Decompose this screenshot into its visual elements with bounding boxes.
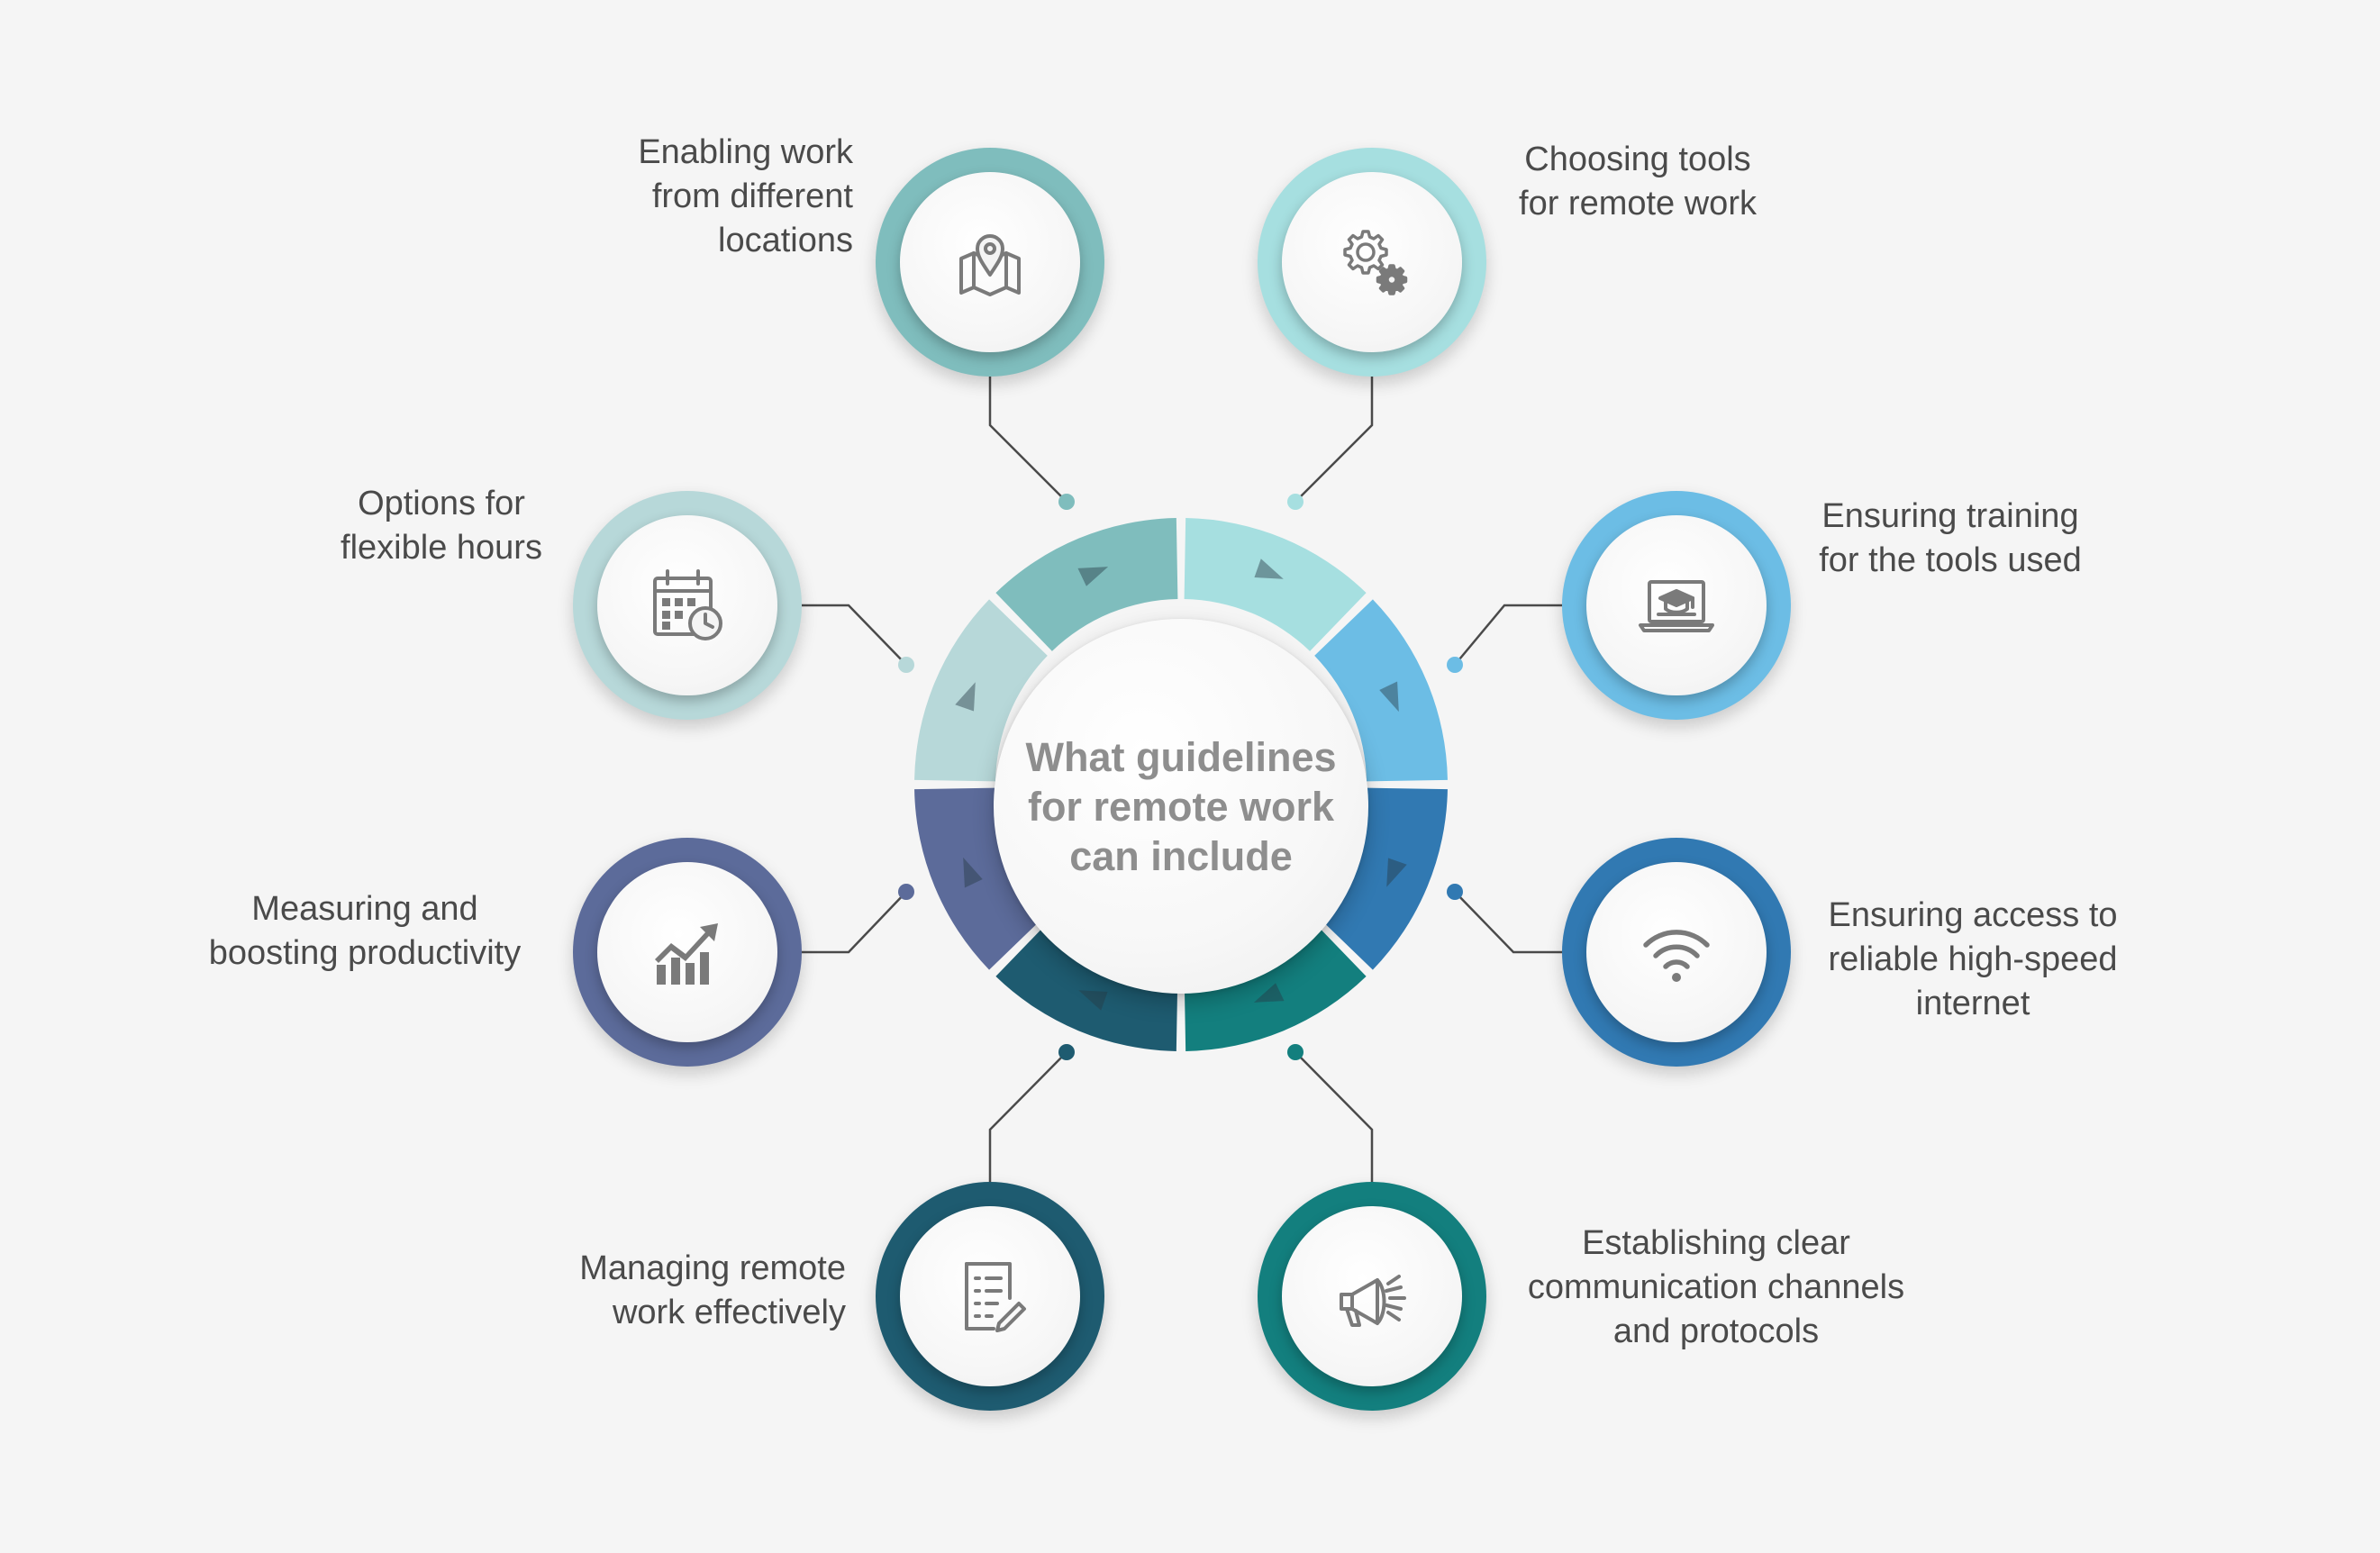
node-icon-badge	[1586, 515, 1767, 695]
label-line: Establishing clear	[1582, 1224, 1850, 1262]
ring-segment-managing	[995, 918, 1178, 1051]
center-title-line: for remote work	[1027, 783, 1335, 830]
ring-segment-productivity	[914, 787, 1048, 970]
ring-segment-communication	[1184, 918, 1367, 1051]
ring-segment-hours	[914, 599, 1048, 782]
center-circle: What guidelines for remote work can incl…	[994, 619, 1368, 994]
ring-arrow-locations	[1077, 567, 1109, 586]
node-icon-badge	[1586, 862, 1767, 1042]
node-icon-badge	[1282, 172, 1462, 352]
connector-productivity	[802, 891, 907, 954]
label-line: Options for	[358, 485, 525, 522]
megaphone-icon	[1340, 1275, 1406, 1327]
node-icon-badge	[597, 515, 777, 695]
connector-lines	[802, 377, 1562, 1182]
label-line: and protocols	[1612, 1312, 1820, 1350]
ring-arrow-hours	[955, 682, 976, 712]
label-line: Ensuring access to	[1828, 896, 2118, 934]
connector-dot-internet	[1447, 884, 1463, 900]
map-pin-icon	[959, 234, 1021, 296]
connector-hours	[802, 604, 907, 666]
connector-locations	[988, 377, 1067, 503]
node-hours	[573, 491, 802, 720]
label-line: for the tools used	[1819, 541, 2082, 579]
connector-managing	[988, 1051, 1067, 1182]
label-line: Measuring and	[251, 890, 478, 928]
label-line: from different	[651, 177, 853, 215]
node-productivity	[573, 838, 802, 1067]
label-managing: Managing remote work effectively	[579, 1247, 846, 1335]
label-line: Managing remote	[579, 1249, 846, 1287]
ring-arrow-managing	[1078, 990, 1108, 1011]
label-line: flexible hours	[341, 529, 542, 567]
checklist-icon	[965, 1262, 1026, 1332]
label-line: work effectively	[612, 1294, 846, 1331]
label-line: internet	[1915, 985, 2030, 1022]
label-productivity: Measuring and boosting productivity	[180, 887, 550, 976]
center-ring	[914, 518, 1448, 1051]
label-training: Ensuring training for the tools used	[1802, 495, 2099, 583]
label-line: Ensuring training	[1821, 497, 2079, 535]
label-communication: Establishing clear communication channel…	[1495, 1222, 1937, 1354]
label-locations: Enabling work from different locations	[638, 131, 853, 263]
connector-dot-tools	[1287, 494, 1304, 510]
label-tools: Choosing tools for remote work	[1495, 138, 1780, 226]
ring-segment-internet	[1314, 787, 1448, 970]
connector-training	[1454, 604, 1562, 666]
ring-arrow-internet	[1386, 858, 1407, 887]
center-title-line: What guidelines	[1025, 733, 1337, 780]
calendar-clock-icon	[653, 569, 722, 640]
connector-dot-locations	[1058, 494, 1075, 510]
node-communication	[1258, 1182, 1486, 1411]
ring-arrow-productivity	[963, 857, 983, 888]
connector-communication	[1294, 1051, 1374, 1182]
gears-icon	[1343, 230, 1408, 295]
ring-segment-tools	[1184, 518, 1367, 651]
connector-internet	[1454, 891, 1562, 954]
laptop-graduation-icon	[1639, 580, 1714, 632]
label-line: Enabling work	[638, 133, 853, 171]
label-hours: Options for flexible hours	[297, 482, 586, 570]
ring-arrow-training	[1379, 681, 1399, 713]
wifi-icon	[1643, 930, 1710, 982]
node-icon-badge	[900, 1206, 1080, 1386]
center-title-line: can include	[1069, 832, 1293, 879]
label-line: reliable high-speed	[1828, 940, 2118, 978]
node-icon-badge	[597, 862, 777, 1042]
connector-dot-productivity	[898, 884, 914, 900]
connector-dot-training	[1447, 657, 1463, 673]
connector-dot-managing	[1058, 1044, 1075, 1060]
node-icon-badge	[1282, 1206, 1462, 1386]
node-training	[1562, 491, 1791, 720]
label-line: Choosing tools	[1524, 141, 1751, 178]
ring-segment-training	[1314, 599, 1448, 782]
node-internet	[1562, 838, 1791, 1067]
ring-arrow-communication	[1253, 983, 1285, 1003]
connector-dot-hours	[898, 657, 914, 673]
node-tools	[1258, 148, 1486, 377]
node-locations	[876, 148, 1104, 377]
growth-chart-icon	[655, 923, 718, 985]
center-title: What guidelines for remote work can incl…	[1019, 732, 1343, 881]
node-managing	[876, 1182, 1104, 1411]
connector-dot-communication	[1287, 1044, 1304, 1060]
ring-segment-locations	[995, 518, 1178, 651]
label-line: locations	[718, 222, 853, 259]
label-line: communication channels	[1527, 1268, 1905, 1306]
label-line: boosting productivity	[208, 934, 522, 972]
node-icon-badge	[900, 172, 1080, 352]
label-line: for remote work	[1519, 185, 1757, 223]
connector-tools	[1294, 377, 1374, 503]
label-internet: Ensuring access to reliable high-speed i…	[1793, 894, 2153, 1026]
ring-arrow-tools	[1254, 559, 1284, 579]
